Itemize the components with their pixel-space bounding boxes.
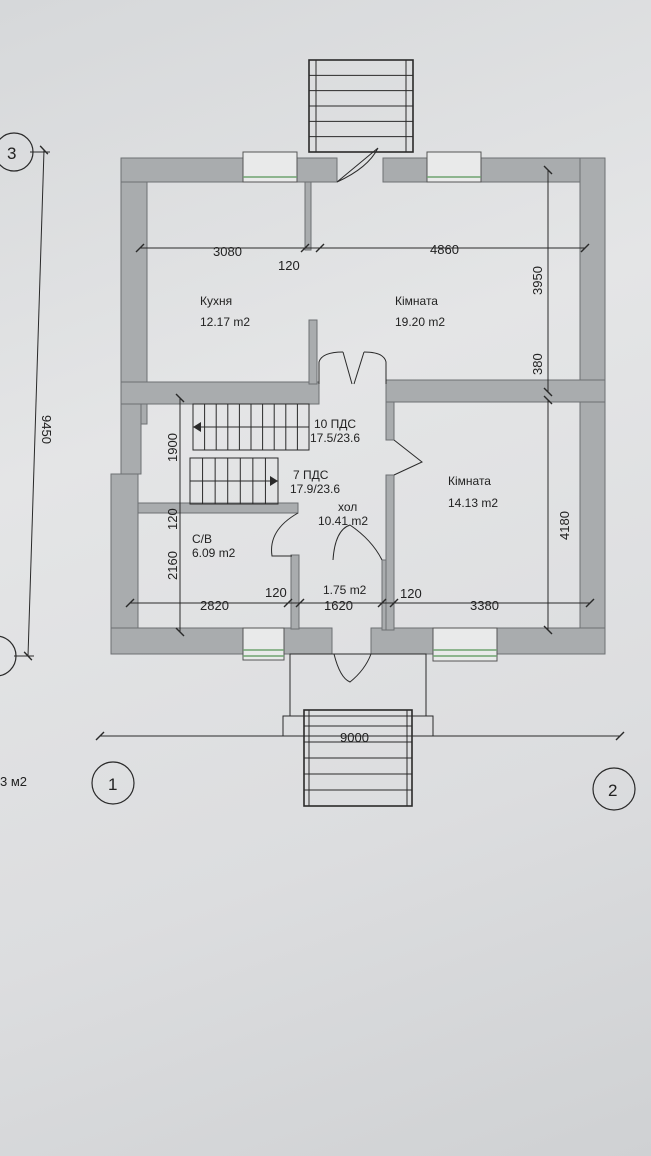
door-hall-double: [318, 351, 387, 384]
doors: [271, 147, 423, 683]
dim-top-wall: 120: [278, 258, 300, 273]
windows: [242, 151, 498, 662]
dim-top-left: 3080: [213, 244, 242, 259]
dim-right-upper: 3950: [530, 266, 545, 295]
wall-top-mid-a: [296, 157, 338, 183]
window-bottom-right: [432, 627, 498, 662]
dim-bottom-left: 2820: [200, 598, 229, 613]
room-kitchen-name: Кухня: [200, 294, 232, 308]
wall-bath-top: [137, 502, 299, 514]
dim-bottom-mid: 1620: [324, 598, 353, 613]
dim-bottom-wall-right: 120: [400, 586, 422, 601]
window-bottom-left: [242, 627, 285, 661]
axis-label-1: 1: [108, 775, 117, 794]
dim-right-wall: 380: [530, 353, 545, 375]
window-top-left: [242, 151, 298, 183]
dim-bottom-wall-left: 120: [265, 585, 287, 600]
dim-top-right: 4860: [430, 242, 459, 257]
door-vestibule: [332, 524, 383, 561]
wall-bottom-left: [110, 627, 244, 655]
axis-marker-3: [0, 132, 34, 172]
axis-label-2: 2: [608, 781, 617, 800]
porch-stairs-top: [308, 59, 414, 153]
wall-stair-left: [120, 403, 142, 475]
dim-line-overall-height: [23, 145, 49, 661]
wall-left-upper: [120, 157, 148, 425]
room-bathroom-name: С/В: [192, 532, 212, 546]
edge-area-text: 3 м2: [0, 774, 27, 789]
wall-bottom-right: [496, 627, 606, 655]
dim-stair-height: 1900: [165, 433, 180, 462]
wall-kitchen-partition-top: [304, 181, 312, 251]
door-entrance-bottom: [333, 653, 372, 683]
wall-right: [579, 157, 606, 654]
dim-right-lower: 4180: [557, 511, 572, 540]
room-top-area: 19.20 m2: [395, 315, 445, 329]
dim-overall-width: 9000: [340, 730, 369, 745]
axis-marker-2: [592, 767, 636, 811]
dim-left-wall: 120: [165, 508, 180, 530]
door-hall-double-leaves: [342, 351, 365, 385]
stairs: [189, 59, 434, 807]
room-hall-area: 10.41 m2: [318, 514, 368, 528]
wall-room-right-left-bottom: [385, 474, 395, 631]
door-entrance-top: [336, 147, 379, 183]
door-room-right: [393, 439, 423, 476]
wall-inner-h-left: [120, 381, 320, 405]
room-hall-name: хол: [338, 500, 357, 514]
axis-marker-left-partial: [0, 635, 17, 677]
axis-marker-1: [91, 761, 135, 805]
wall-inner-h-right: [385, 379, 606, 403]
walls: [110, 157, 606, 655]
room-top-name: Кімната: [395, 294, 438, 308]
wall-kitchen-partition-bottom: [308, 319, 318, 385]
dim-bath-height: 2160: [165, 551, 180, 580]
wall-bottom-mid-a: [283, 627, 333, 655]
axis-markers: [0, 132, 636, 811]
wall-room-right-left-top: [385, 401, 395, 441]
stair-direction-arrow: [270, 476, 278, 486]
wall-bottom-mid-b: [370, 627, 434, 655]
dim-overall-height: 9450: [39, 415, 54, 444]
dim-bottom-right: 3380: [470, 598, 499, 613]
labels: Кухня 12.17 m2 Кімната 19.20 m2 Кімната …: [0, 144, 617, 800]
stair-upper-label: 10 ПДС: [314, 417, 356, 431]
wall-left-lower: [110, 473, 139, 655]
axis-label-3: 3: [7, 144, 16, 163]
wall-top-mid-b: [382, 157, 428, 183]
room-vestibule-area: 1.75 m2: [323, 583, 367, 597]
stair-upper-ratio: 17.5/23.6: [310, 431, 360, 445]
room-right-area: 14.13 m2: [448, 496, 498, 510]
stair-lower-ratio: 17.9/23.6: [290, 482, 340, 496]
room-right-name: Кімната: [448, 474, 491, 488]
window-top-right: [426, 151, 482, 183]
door-bathroom: [271, 512, 299, 557]
room-bathroom-area: 6.09 m2: [192, 546, 236, 560]
stair-direction-arrow: [193, 422, 201, 432]
room-kitchen-area: 12.17 m2: [200, 315, 250, 329]
wall-top-left: [120, 157, 244, 183]
porch-stairs-bottom: [282, 653, 434, 807]
stair-lower-label: 7 ПДС: [293, 468, 329, 482]
wall-bath-right: [290, 554, 300, 630]
dimension-lines: [14, 145, 625, 741]
